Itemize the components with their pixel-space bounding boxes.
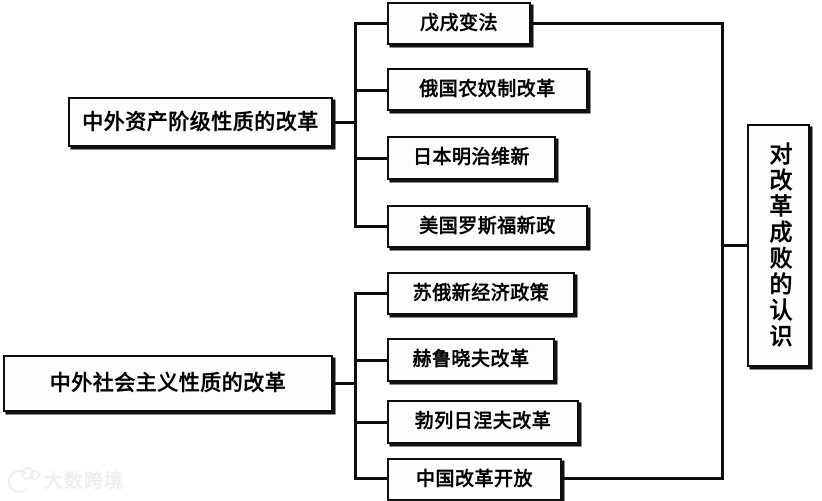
leaf-node-brezhnev-reform[interactable]: 勃列日涅夫改革 (387, 400, 579, 444)
connector-socialist-child-1 (354, 292, 389, 295)
connector-root-socialist-stem (333, 382, 357, 385)
conclusion-node[interactable]: 对改革成败的认识 (747, 124, 810, 367)
watermark: 大数跨境 (8, 466, 124, 493)
connector-bourgeois-child-3 (354, 157, 389, 160)
connector-right-rail (721, 22, 724, 479)
leaf-node-wuxu-reform[interactable]: 戊戌变法 (387, 2, 531, 45)
connector-rail-to-conclusion (721, 244, 750, 247)
connector-top-to-right-rail (531, 22, 724, 25)
connector-root-bourgeois-stem (333, 121, 357, 124)
leaf-node-soviet-nep[interactable]: 苏俄新经济政策 (387, 272, 575, 315)
connector-bourgeois-child-1 (354, 22, 389, 25)
connector-socialist-spine (354, 293, 357, 479)
connector-bourgeois-child-2 (354, 89, 389, 92)
leaf-node-khrushchev-reform[interactable]: 赫鲁晓夫改革 (387, 338, 555, 382)
leaf-node-roosevelt-new-deal[interactable]: 美国罗斯福新政 (387, 205, 588, 248)
root-node-socialist[interactable]: 中外社会主义性质的改革 (3, 355, 333, 412)
leaf-node-russian-serfdom-reform[interactable]: 俄国农奴制改革 (387, 68, 588, 111)
watermark-text: 大数跨境 (44, 470, 125, 492)
root-node-bourgeois[interactable]: 中外资产阶级性质的改革 (68, 97, 333, 147)
connector-bourgeois-child-4 (354, 225, 389, 228)
connector-socialist-child-2 (354, 359, 389, 362)
connector-socialist-child-3 (354, 421, 389, 424)
connector-bourgeois-spine (354, 23, 357, 226)
conclusion-node-label: 对改革成败的认识 (765, 141, 792, 350)
connector-bottom-to-right-rail (562, 477, 724, 480)
connector-socialist-child-4 (354, 477, 389, 480)
leaf-node-meiji-restoration[interactable]: 日本明治维新 (387, 136, 556, 180)
watermark-logo-icon (8, 466, 40, 493)
leaf-node-china-reform-opening[interactable]: 中国改革开放 (387, 458, 562, 501)
